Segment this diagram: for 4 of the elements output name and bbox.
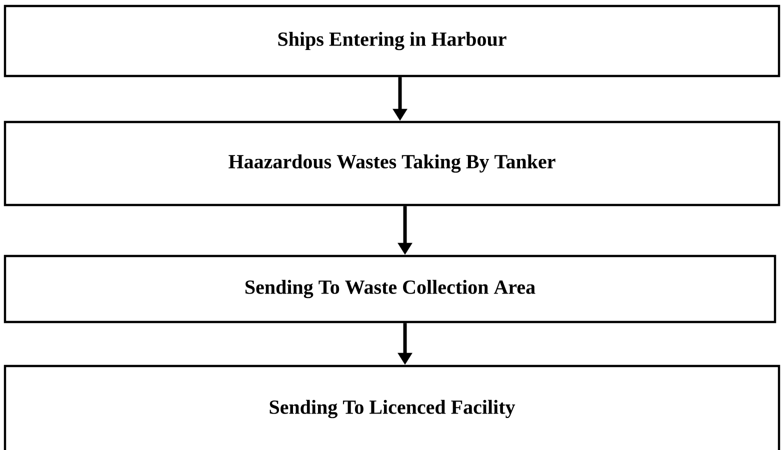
process-box: Haazardous Wastes Taking By Tanker: [4, 120, 780, 206]
process-box: Sending To Licenced Facility: [4, 364, 780, 450]
process-box: Sending To Waste Collection Area: [4, 254, 776, 324]
process-box: Ships Entering in Harbour: [4, 4, 780, 78]
